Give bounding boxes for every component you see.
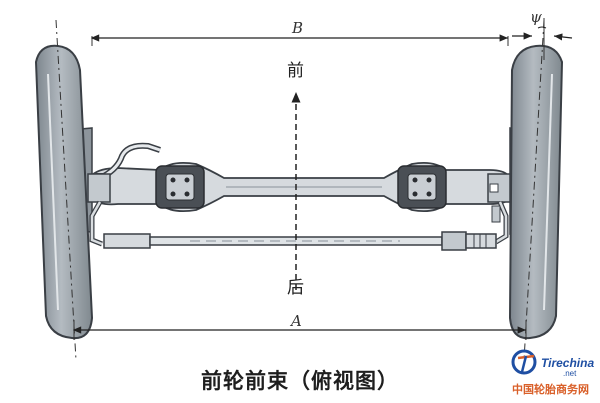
- right-spring-pad: [397, 165, 447, 209]
- right-knuckle: [487, 173, 511, 203]
- right-tire: [508, 44, 564, 340]
- left-tire: [34, 44, 94, 340]
- label-front: 前: [287, 61, 304, 81]
- direction-indicator: 前 后: [287, 61, 304, 298]
- tie-rod: [89, 200, 509, 251]
- dimension-a: A: [72, 312, 527, 340]
- right-wheel-centerline: [523, 19, 545, 361]
- right-wheel: [508, 18, 564, 361]
- watermark-brand: Tirechina: [541, 356, 595, 370]
- dimension-a-label: A: [289, 312, 302, 330]
- left-wheel-centerline: [55, 19, 77, 361]
- left-knuckle: [87, 173, 111, 203]
- dimension-b: B: [90, 19, 509, 46]
- dimension-b-label: B: [291, 19, 303, 37]
- diagram-caption: 前轮前束（俯视图）: [201, 369, 399, 393]
- toe-angle-label: ψ: [530, 8, 542, 26]
- left-spring-pad: [155, 165, 205, 209]
- watermark-brand-suffix: .net: [563, 369, 577, 378]
- watermark-site-name: 中国轮胎商务网: [512, 383, 589, 396]
- watermark-logo-icon: [511, 349, 537, 375]
- label-rear: 后: [287, 278, 304, 298]
- front-axle: [87, 142, 511, 213]
- toe-angle: ψ: [512, 8, 573, 41]
- left-wheel: [34, 19, 94, 361]
